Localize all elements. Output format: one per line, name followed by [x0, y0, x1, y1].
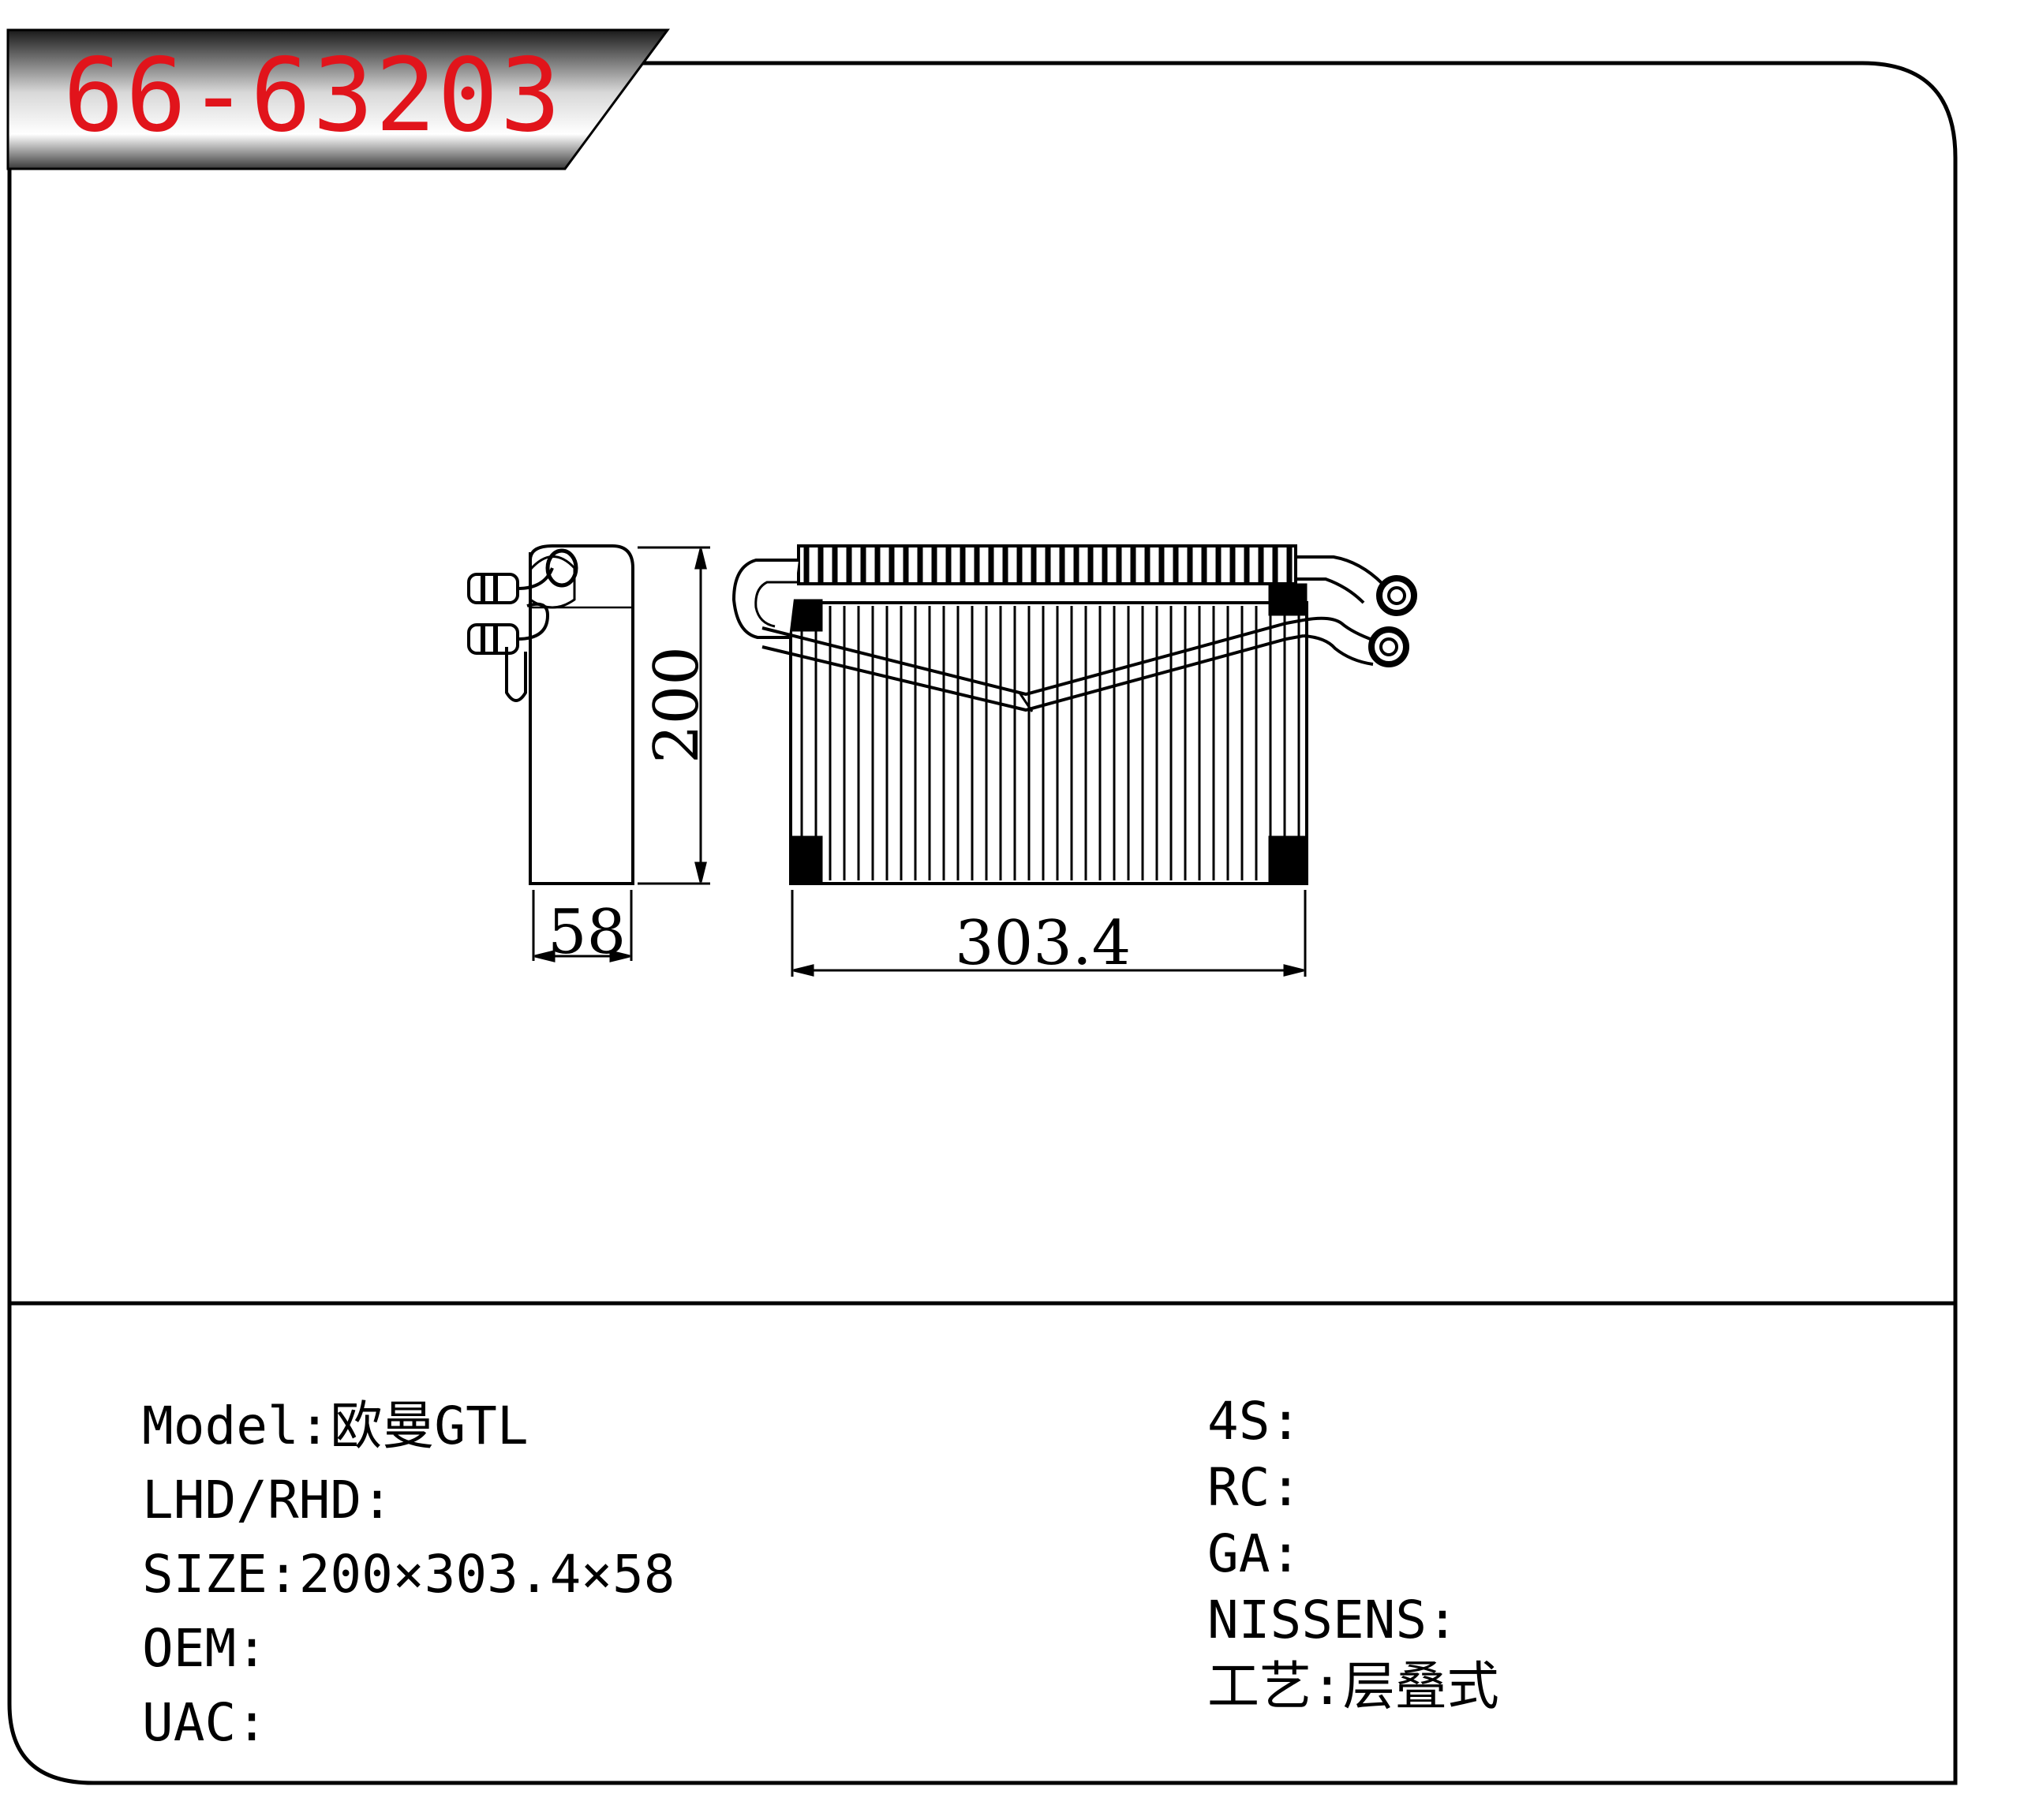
spec-oem: OEM: [142, 1618, 268, 1679]
evaporator-front-view [731, 544, 1417, 885]
spec-size: SIZE:200×303.4×58 [142, 1544, 675, 1605]
width-dimension [791, 890, 1307, 977]
spec-rc: RC: [1207, 1457, 1302, 1518]
spec-uac: UAC: [142, 1692, 268, 1753]
title-banner [6, 28, 670, 170]
spec-nissens: NISSENS: [1207, 1590, 1458, 1650]
evaporator-side-view [467, 544, 634, 885]
depth-dim-label: 58 [548, 897, 626, 968]
height-dim-label: 200 [642, 646, 713, 764]
spec-model: Model:欧曼GTL [142, 1396, 529, 1456]
spec-4s: 4S: [1207, 1391, 1302, 1452]
width-dim-label: 303.4 [955, 908, 1131, 979]
spec-ga: GA: [1207, 1523, 1302, 1584]
height-dimension [638, 546, 710, 885]
spec-process: 工艺:层叠式 [1207, 1656, 1499, 1717]
spec-lhd-rhd: LHD/RHD: [142, 1470, 393, 1530]
depth-dimension [532, 890, 633, 962]
part-number-title: 66-63203 [63, 37, 563, 155]
sheet-border [7, 61, 1958, 1785]
